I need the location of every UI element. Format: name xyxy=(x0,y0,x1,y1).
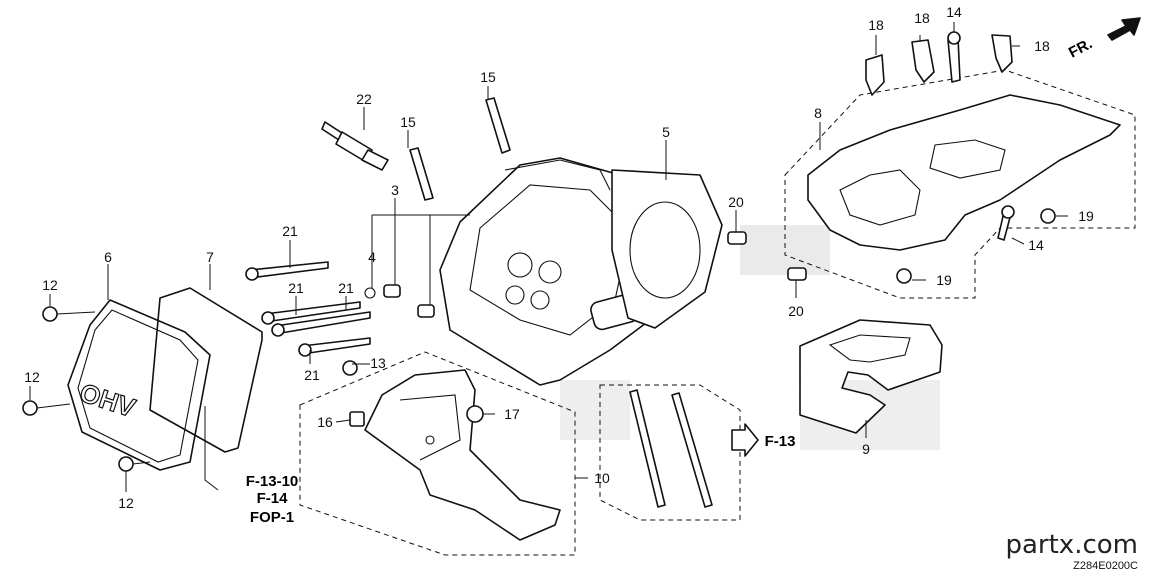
callout-15: 15 xyxy=(480,69,496,85)
callout-18: 18 xyxy=(1034,38,1050,54)
diagram-code: Z284E0200C xyxy=(1073,560,1138,572)
callout-8: 8 xyxy=(814,105,822,121)
callout-18: 18 xyxy=(868,17,884,33)
heat-shield[interactable] xyxy=(799,319,943,434)
callout-19: 19 xyxy=(936,272,952,288)
callout-5: 5 xyxy=(662,124,670,140)
callout-10: 10 xyxy=(594,470,610,486)
ref-f13: F-13 xyxy=(765,433,796,450)
valve-seals[interactable] xyxy=(364,284,435,318)
callout-22: 22 xyxy=(356,91,372,107)
callout-14: 14 xyxy=(1028,237,1044,253)
callout-20: 20 xyxy=(788,303,804,319)
push-rods[interactable] xyxy=(629,389,713,508)
brand-text: partx.com xyxy=(1005,530,1138,560)
head-bolts-21[interactable] xyxy=(245,261,371,357)
callout-21: 21 xyxy=(338,280,354,296)
ref-fop1: FOP-1 xyxy=(250,509,294,526)
callout-21: 21 xyxy=(282,223,298,239)
callout-6: 6 xyxy=(104,249,112,265)
callout-7: 7 xyxy=(206,249,214,265)
spark-plug[interactable] xyxy=(321,121,389,171)
callout-labels: 22 15 15 3 4 5 20 20 21 21 21 21 6 7 12 … xyxy=(24,4,1094,511)
bolts-14[interactable] xyxy=(947,31,1015,241)
ref-f14: F-14 xyxy=(257,490,289,507)
cover-bolts-12[interactable] xyxy=(22,306,151,472)
dowel-pin-20[interactable] xyxy=(727,231,807,281)
callout-9: 9 xyxy=(862,441,870,457)
front-direction-arrow: FR. xyxy=(1066,17,1141,62)
callout-19: 19 xyxy=(1078,208,1094,224)
head-shroud[interactable] xyxy=(807,94,1121,251)
callout-14: 14 xyxy=(946,4,962,20)
valve-cover[interactable]: OHV xyxy=(67,299,211,471)
push-rod-group-box xyxy=(599,384,741,521)
bracket-group-box xyxy=(299,351,576,556)
callout-17: 17 xyxy=(504,406,520,422)
ref-arrow-f13 xyxy=(731,423,759,457)
callout-12: 12 xyxy=(42,277,58,293)
callout-15: 15 xyxy=(400,114,416,130)
callout-18: 18 xyxy=(914,10,930,26)
callout-21: 21 xyxy=(304,367,320,383)
head-gasket[interactable] xyxy=(611,169,723,329)
callout-21: 21 xyxy=(288,280,304,296)
cover-gasket[interactable] xyxy=(149,287,263,453)
leader-lines xyxy=(29,22,1068,492)
callout-16: 16 xyxy=(317,414,333,430)
stud-bolt-15[interactable] xyxy=(409,97,511,201)
bracket[interactable] xyxy=(342,360,561,541)
callout-12: 12 xyxy=(24,369,40,385)
callout-13: 13 xyxy=(370,355,386,371)
callout-12: 12 xyxy=(118,495,134,511)
nuts-19[interactable] xyxy=(896,208,1056,284)
callout-3: 3 xyxy=(391,182,399,198)
cylinder-head[interactable] xyxy=(439,157,661,386)
clips-18[interactable] xyxy=(865,34,1013,96)
callout-4: 4 xyxy=(368,249,376,265)
ref-f13-10: F-13-10 xyxy=(246,473,299,490)
callout-20: 20 xyxy=(728,194,744,210)
reference-labels: F-13-10 F-14 FOP-1 F-13 xyxy=(246,433,796,526)
front-label: FR. xyxy=(1066,35,1095,61)
